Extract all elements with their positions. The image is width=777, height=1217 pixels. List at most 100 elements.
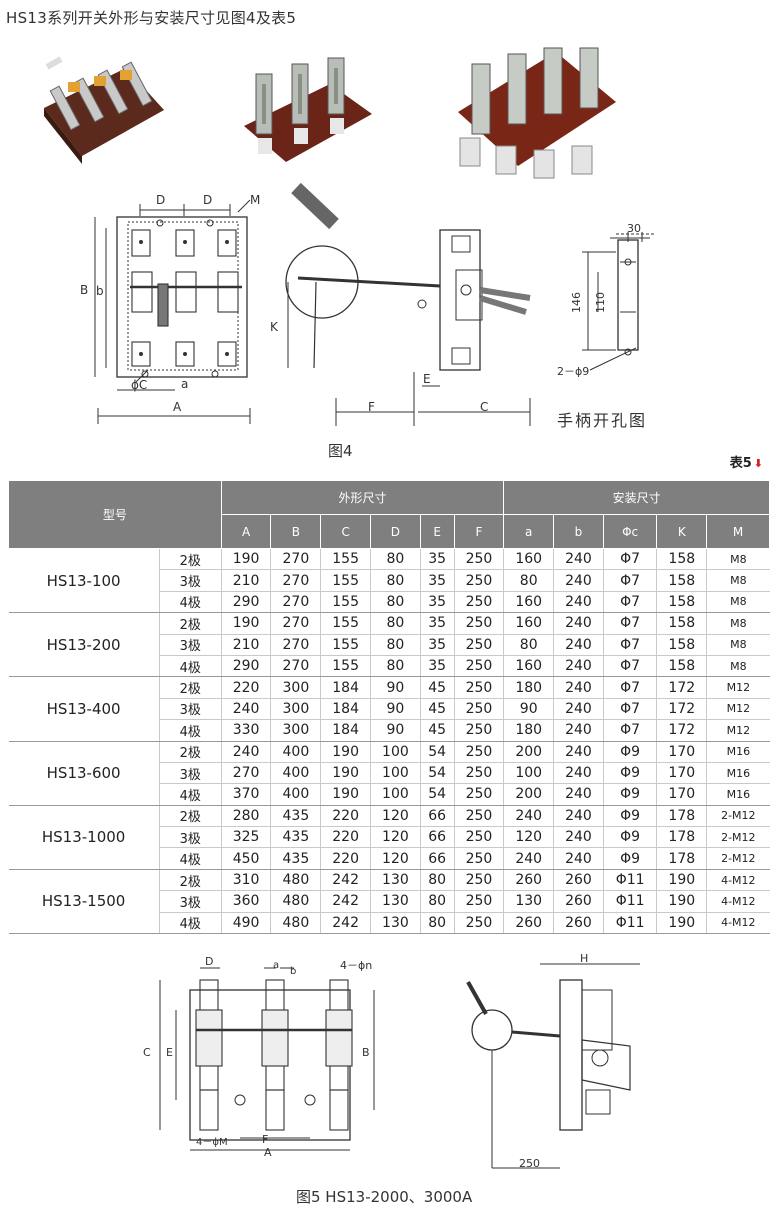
value-cell: 240 xyxy=(553,634,604,656)
value-cell: M8 xyxy=(706,612,770,635)
value-cell: 240 xyxy=(553,569,604,592)
fig4-dim-holes: 2－ϕ9 xyxy=(557,365,590,378)
value-cell: 250 xyxy=(453,805,504,828)
value-cell: 250 xyxy=(453,548,504,571)
value-cell: 120 xyxy=(370,826,421,849)
value-cell: M16 xyxy=(706,762,770,785)
value-cell: Φ7 xyxy=(602,698,657,721)
value-cell: 80 xyxy=(419,890,455,913)
value-cell: 4-M12 xyxy=(706,890,770,913)
fig4-dim-a: a xyxy=(181,377,189,391)
value-cell: 170 xyxy=(656,783,707,806)
pole-cell: 3极 xyxy=(158,826,222,849)
value-cell: 250 xyxy=(453,569,504,592)
value-cell: 160 xyxy=(503,612,554,635)
value-cell: 100 xyxy=(503,762,554,785)
value-cell: 240 xyxy=(553,676,604,699)
value-cell: 250 xyxy=(453,912,504,935)
value-cell: 370 xyxy=(220,783,271,806)
value-cell: 400 xyxy=(270,783,321,806)
value-cell: 172 xyxy=(656,719,707,742)
value-cell: 80 xyxy=(419,869,455,892)
value-cell: 158 xyxy=(656,612,707,635)
value-cell: 130 xyxy=(370,869,421,892)
value-cell: 155 xyxy=(320,655,371,678)
fig4-dim-D2: D xyxy=(203,193,213,207)
pole-cell: 3极 xyxy=(158,698,222,721)
value-cell: 184 xyxy=(320,719,371,742)
fig4-dim-A: A xyxy=(173,400,182,414)
value-cell: M8 xyxy=(706,634,770,656)
value-cell: 220 xyxy=(220,676,271,699)
value-cell: 190 xyxy=(320,741,371,763)
value-cell: 54 xyxy=(419,762,455,785)
fig5-dim-E: E xyxy=(166,1046,173,1059)
fig4-dim-110: 110 xyxy=(594,292,607,313)
value-cell: 250 xyxy=(453,719,504,742)
value-cell: 155 xyxy=(320,612,371,635)
value-cell: 435 xyxy=(270,805,321,828)
table-label-text: 表5 xyxy=(729,456,752,471)
value-cell: 35 xyxy=(419,548,455,571)
value-cell: 400 xyxy=(270,762,321,785)
value-cell: M16 xyxy=(706,783,770,806)
pole-cell: 2极 xyxy=(158,676,222,699)
value-cell: 270 xyxy=(270,548,321,571)
value-cell: Φ7 xyxy=(602,548,657,571)
value-cell: M16 xyxy=(706,741,770,763)
fig5-caption: 图5 HS13-2000、3000A xyxy=(296,1188,473,1206)
value-cell: Φ7 xyxy=(602,719,657,742)
value-cell: 90 xyxy=(503,698,554,721)
fig4-dim-K: K xyxy=(270,320,278,334)
value-cell: 35 xyxy=(419,569,455,592)
value-cell: 330 xyxy=(220,719,271,742)
value-cell: 480 xyxy=(270,912,321,935)
value-cell: 200 xyxy=(503,741,554,763)
model-name-cell: HS13-1500 xyxy=(8,869,160,935)
value-cell: 250 xyxy=(453,847,504,870)
download-arrow-icon[interactable]: ⬇ xyxy=(753,457,763,470)
product-photo-hs13-small xyxy=(44,56,164,164)
fig4-dim-M: M xyxy=(250,193,261,207)
pole-cell: 4极 xyxy=(158,719,222,742)
value-cell: 480 xyxy=(270,890,321,913)
value-cell: 172 xyxy=(656,676,707,699)
value-cell: 240 xyxy=(503,847,554,870)
value-cell: 170 xyxy=(656,741,707,763)
table-label: 表5⬇ xyxy=(730,452,763,471)
value-cell: 45 xyxy=(419,676,455,699)
value-cell: 158 xyxy=(656,569,707,592)
value-cell: 490 xyxy=(220,912,271,935)
fig4-drawing xyxy=(94,182,654,426)
column-header: E xyxy=(419,514,455,549)
value-cell: 80 xyxy=(370,548,421,571)
product-photo-hs13-large xyxy=(458,47,616,179)
column-header: C xyxy=(320,514,372,549)
value-cell: 2-M12 xyxy=(706,805,770,828)
pole-cell: 2极 xyxy=(158,548,222,571)
value-cell: 240 xyxy=(553,741,604,763)
value-cell: 158 xyxy=(656,655,707,678)
value-cell: 35 xyxy=(419,591,455,614)
value-cell: 310 xyxy=(220,869,271,892)
value-cell: 160 xyxy=(503,548,554,571)
value-cell: M8 xyxy=(706,548,770,571)
value-cell: 172 xyxy=(656,698,707,721)
value-cell: 220 xyxy=(320,805,371,828)
value-cell: 210 xyxy=(220,634,271,656)
value-cell: Φ9 xyxy=(602,847,657,870)
value-cell: 250 xyxy=(453,591,504,614)
value-cell: 90 xyxy=(370,719,421,742)
value-cell: 290 xyxy=(220,655,271,678)
fig5-dim-M: 4－ϕM xyxy=(196,1137,228,1148)
value-cell: 240 xyxy=(553,762,604,785)
column-header: B xyxy=(270,514,322,549)
value-cell: 190 xyxy=(656,912,707,935)
value-cell: 80 xyxy=(370,591,421,614)
